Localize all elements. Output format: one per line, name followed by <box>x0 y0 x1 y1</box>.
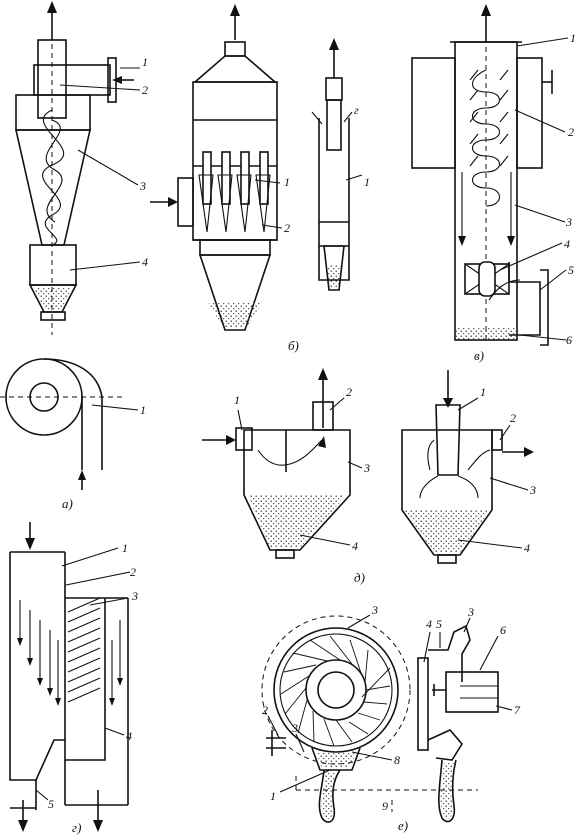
label-g-1: 1 <box>122 541 128 555</box>
caption-d: д) <box>354 570 365 585</box>
label-d-right-1: 1 <box>480 385 486 399</box>
label-d-right-4: 4 <box>524 541 530 555</box>
side-view-housing <box>445 671 499 713</box>
label-e-5: 5 <box>436 617 442 631</box>
label-v-1: 1 <box>570 31 576 45</box>
rotor-hub <box>305 659 367 721</box>
label-d-right-3: 3 <box>529 483 536 497</box>
cyclone-inlet-duct <box>33 64 111 96</box>
label-e-1: 1 <box>270 789 276 803</box>
label-g-4: 4 <box>126 729 132 743</box>
caption-b: б) <box>288 338 299 353</box>
label-e-6: 6 <box>500 623 506 637</box>
swirl-collector-diagram-v: 1 2 3 4 5 6 в) <box>411 4 576 363</box>
label-b-element-1: 1 <box>364 175 370 189</box>
dust-hopper <box>29 244 77 286</box>
label-a-3: 3 <box>139 179 146 193</box>
louvre-duct <box>9 552 37 810</box>
label-v-5: 5 <box>568 263 574 277</box>
rotary-collector-diagram-e: 3 2 3 1 8 9 4 5 3 6 7 е) <box>261 603 521 833</box>
louvre-side-chamber <box>64 598 106 761</box>
label-d-left-4: 4 <box>352 539 358 553</box>
label-e-8: 8 <box>394 753 400 767</box>
label-a-1: 1 <box>142 55 148 69</box>
side-view-plate <box>417 657 429 751</box>
inertial-collector-diagram-d-right: 1 2 3 4 <box>401 370 536 564</box>
label-v-4: 4 <box>564 237 570 251</box>
label-a-2: 2 <box>142 83 148 97</box>
label-a-4: 4 <box>142 255 148 269</box>
exhaust-pipe <box>37 39 67 119</box>
inertial-collector-diagram-d-left: 1 2 3 4 <box>202 368 370 559</box>
label-a-plan-1: 1 <box>140 403 146 417</box>
label-g-3: 3 <box>131 589 138 603</box>
label-b-flow: г <box>354 103 359 117</box>
label-g-5: 5 <box>48 797 54 811</box>
label-e-4: 4 <box>426 617 432 631</box>
dust-discharge-left <box>318 769 341 823</box>
label-v-2: 2 <box>568 125 574 139</box>
label-e-3-left: 3 <box>291 721 298 735</box>
inlet-cone <box>435 404 461 476</box>
caption-g: г) <box>72 820 81 835</box>
caption-e: е) <box>398 818 408 833</box>
label-d-left-1: 1 <box>234 393 240 407</box>
cyclone-diagram-a: 1 2 3 4 1 а) <box>0 1 148 511</box>
label-e-3-right: 3 <box>467 605 474 619</box>
battery-inlet <box>177 177 194 227</box>
label-e-3-top: 3 <box>371 603 378 617</box>
battery-cyclone-diagram-b: 1 2 1 г б) <box>150 4 370 353</box>
label-g-2: 2 <box>130 565 136 579</box>
inertial-chamber-left <box>243 429 351 551</box>
label-v-3: 3 <box>565 215 572 229</box>
louvre-collector-diagram-g: 1 2 3 4 5 г) <box>9 522 138 835</box>
label-e-2: 2 <box>262 703 268 717</box>
cyclone-cone <box>14 129 92 246</box>
cyclone-plan-view <box>5 358 83 436</box>
louvre-blades <box>67 597 101 703</box>
label-d-right-2: 2 <box>510 411 516 425</box>
label-b-2: 2 <box>284 221 290 235</box>
caption-v: в) <box>474 348 484 363</box>
label-b-1: 1 <box>284 175 290 189</box>
label-e-7: 7 <box>514 703 521 717</box>
dust-discharge-right <box>438 759 457 823</box>
label-d-left-3: 3 <box>363 461 370 475</box>
label-e-9: 9 <box>382 799 388 813</box>
label-v-6: 6 <box>566 333 572 347</box>
louvre-flow-arrows <box>17 600 123 706</box>
cyclone-cylinder <box>15 94 91 131</box>
rotor-blades <box>280 635 391 747</box>
label-d-left-2: 2 <box>346 385 352 399</box>
caption-a: а) <box>62 496 73 511</box>
